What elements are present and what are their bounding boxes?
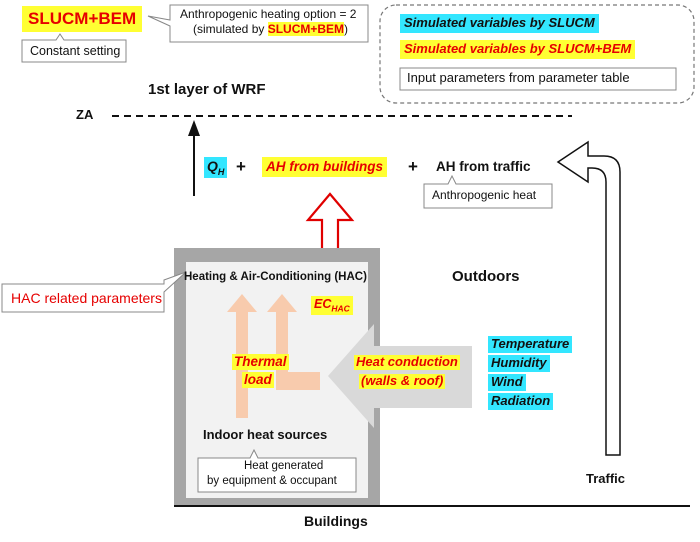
ec-hac-label: ECHAC (311, 296, 353, 316)
outdoors-label: Outdoors (452, 268, 520, 285)
qh-label: QH (204, 157, 228, 179)
ec-main: EC (314, 297, 332, 311)
hac-params-callout (1, 271, 187, 313)
ah-option-line1: Anthropogenic heating option = 2 (180, 7, 357, 21)
hac-related-parameters: HAC related parameters (11, 290, 162, 306)
wrf-layer-label: 1st layer of WRF (148, 81, 266, 98)
outdoor-var-radiation: Radiation (488, 393, 554, 410)
indoor-heat-sources: Indoor heat sources (203, 427, 328, 442)
qh-main: Q (207, 158, 218, 174)
traffic-label: Traffic (586, 471, 626, 486)
legend-input-params: Input parameters from parameter table (407, 70, 630, 85)
thermal-load-arrows (227, 294, 320, 418)
plus-sign-1: + (236, 157, 246, 176)
plus-sign-2: + (408, 157, 418, 176)
outdoor-var-humidity: Humidity (488, 355, 550, 372)
legend-slucm: Simulated variables by SLUCM (400, 14, 599, 33)
qh-sub: H (217, 166, 225, 177)
anthropogenic-heat-callout (423, 174, 553, 209)
ah-option-suffix: ) (344, 22, 349, 36)
qh-upward-arrowhead (188, 120, 200, 136)
constant-setting-callout (21, 33, 127, 63)
input-params-box (399, 67, 677, 91)
ah-option-prefix: (simulated by (193, 22, 268, 36)
buildings-label: Buildings (304, 513, 368, 529)
traffic-hollow-arrow (556, 140, 621, 456)
ah-option-highlight: SLUCM+BEM (267, 22, 345, 36)
legend-box (379, 4, 695, 104)
za-label: ZA (76, 107, 94, 122)
slucm-bem-badge: SLUCM+BEM (22, 6, 143, 32)
ec-sub: HAC (331, 303, 350, 314)
outdoor-var-wind: Wind (488, 374, 526, 391)
thermal-load-line1: Thermal (232, 354, 289, 370)
thermal-load-line2: load (242, 372, 274, 388)
ah-from-buildings: AH from buildings (262, 157, 387, 177)
constant-setting-label: Constant setting (30, 44, 121, 58)
ah-option-line2: (simulated by SLUCM+BEM) (193, 22, 349, 37)
legend-slucm-bem: Simulated variables by SLUCM+BEM (400, 40, 636, 59)
heat-generated-line1: Heat generated (244, 460, 324, 472)
hac-title: Heating & Air-Conditioning (HAC) (184, 271, 367, 283)
heat-conduction-line1: Heat conduction (354, 354, 460, 370)
anthropogenic-heat-label: Anthropogenic heat (432, 188, 537, 202)
ah-from-traffic: AH from traffic (436, 159, 531, 174)
outdoor-var-temperature: Temperature (488, 336, 573, 353)
heat-conduction-line2: (walls & roof) (359, 373, 446, 389)
heat-generated-callout (197, 448, 357, 493)
heat-generated-line2: by equipment & occupant (207, 475, 337, 487)
